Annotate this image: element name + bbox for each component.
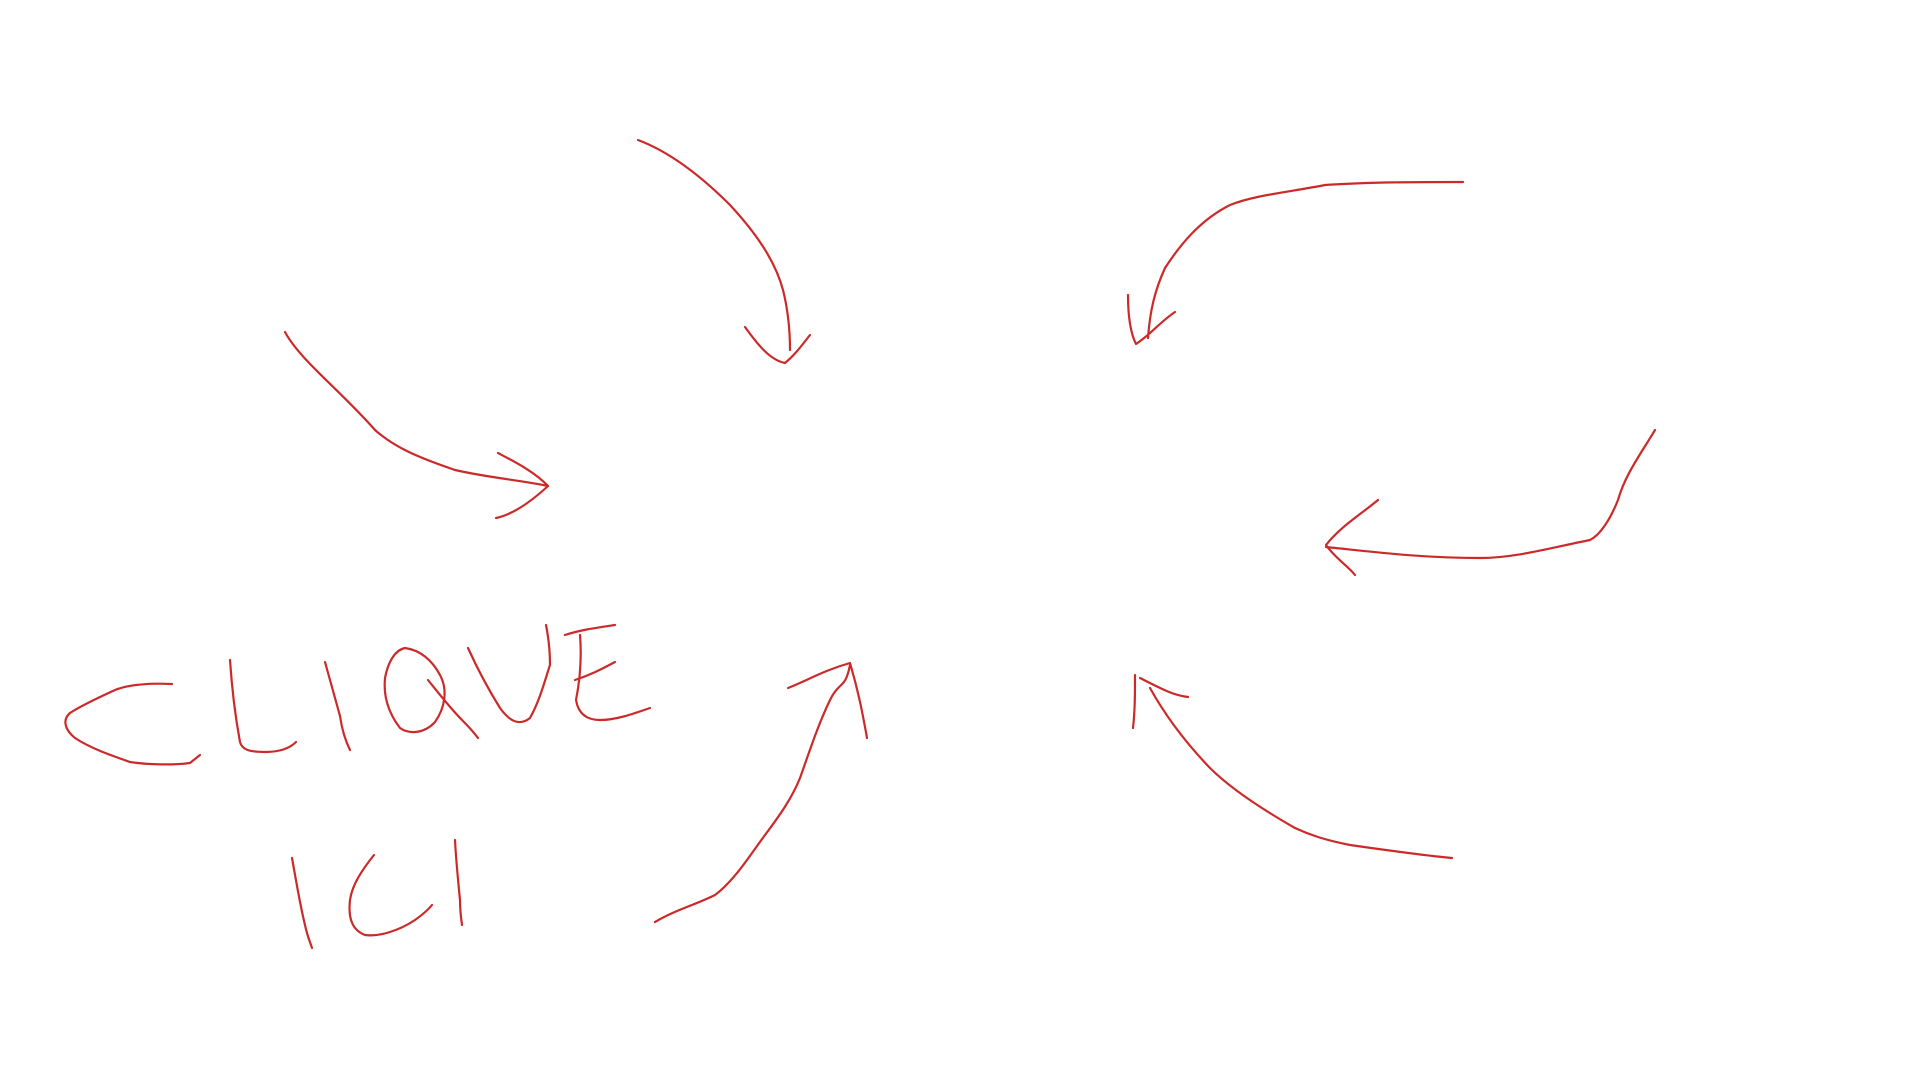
handwritten-ici (290, 838, 464, 950)
handwritten-clique (64, 623, 652, 766)
arrow-right (1324, 428, 1657, 577)
arrow-top-left (283, 330, 550, 520)
arrow-bottom-right (1131, 673, 1454, 860)
arrow-bottom-center (653, 661, 869, 924)
arrow-top-right (1126, 180, 1465, 346)
arrow-top-center (636, 138, 812, 365)
